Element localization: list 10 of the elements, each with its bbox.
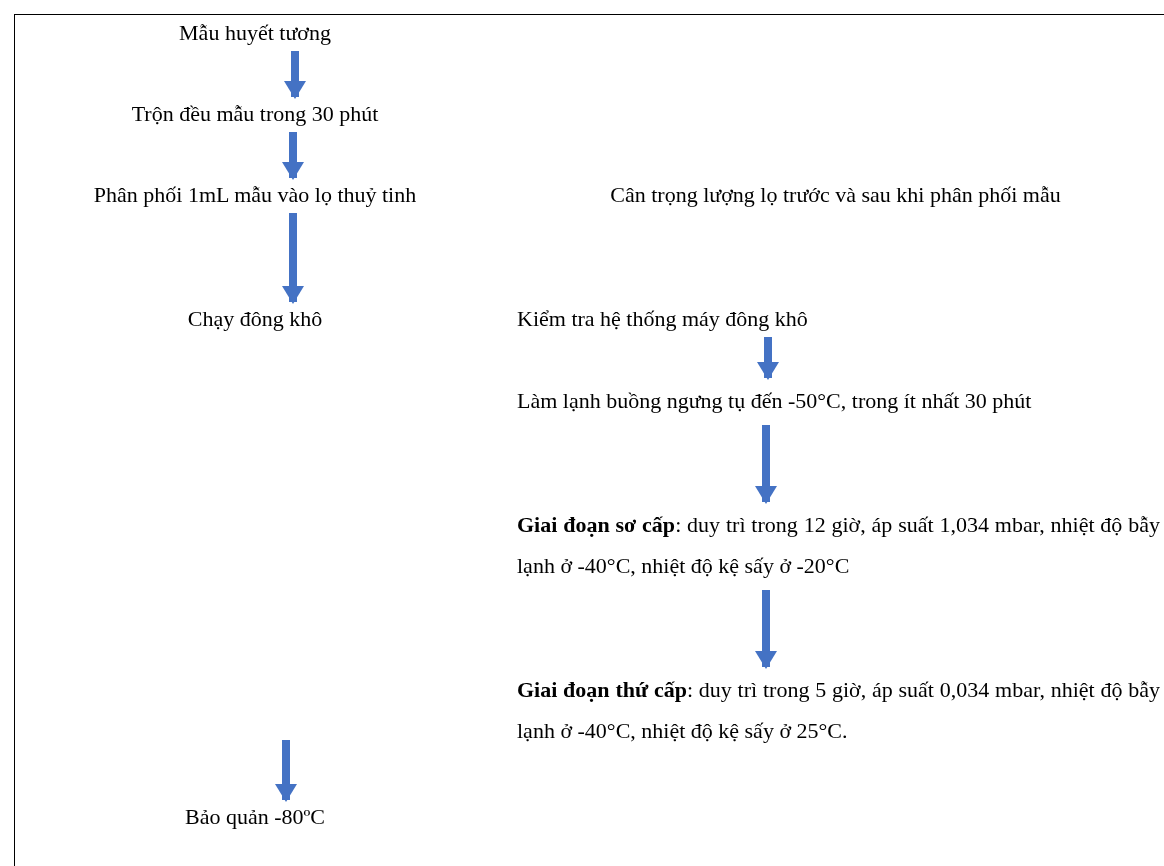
step-text: Giai đoạn thứ cấp: duy trì trong 5 giờ, áp suất 0,034 mbar, nhiệt độ bẫy lạnh ở -40°C, nhiệt độ kệ sấy ở 25°C. <box>517 676 1160 745</box>
step-text: Phân phối 1mL mẫu vào lọ thuỷ tinh <box>92 181 418 209</box>
step-text: Trộn đều mẫu trong 30 phút <box>130 100 380 128</box>
step-text: Kiểm tra hệ thống máy đông khô <box>517 305 809 333</box>
step-text: Mẫu huyết tương <box>178 19 332 47</box>
step-text: Bảo quản -80ºC <box>184 803 326 831</box>
step-text: Cân trọng lượng lọ trước và sau khi phân phối mẫu <box>609 181 1062 209</box>
step-text: Giai đoạn sơ cấp: duy trì trong 12 giờ, áp suất 1,034 mbar, nhiệt độ bẫy lạnh ở -40°C, nhiệt độ kệ sấy ở -20°C <box>517 511 1160 580</box>
step-text: Chạy đông khô <box>186 305 324 333</box>
step-text: Làm lạnh buồng ngưng tụ đến -50°C, trong ít nhất 30 phút <box>517 387 1033 415</box>
